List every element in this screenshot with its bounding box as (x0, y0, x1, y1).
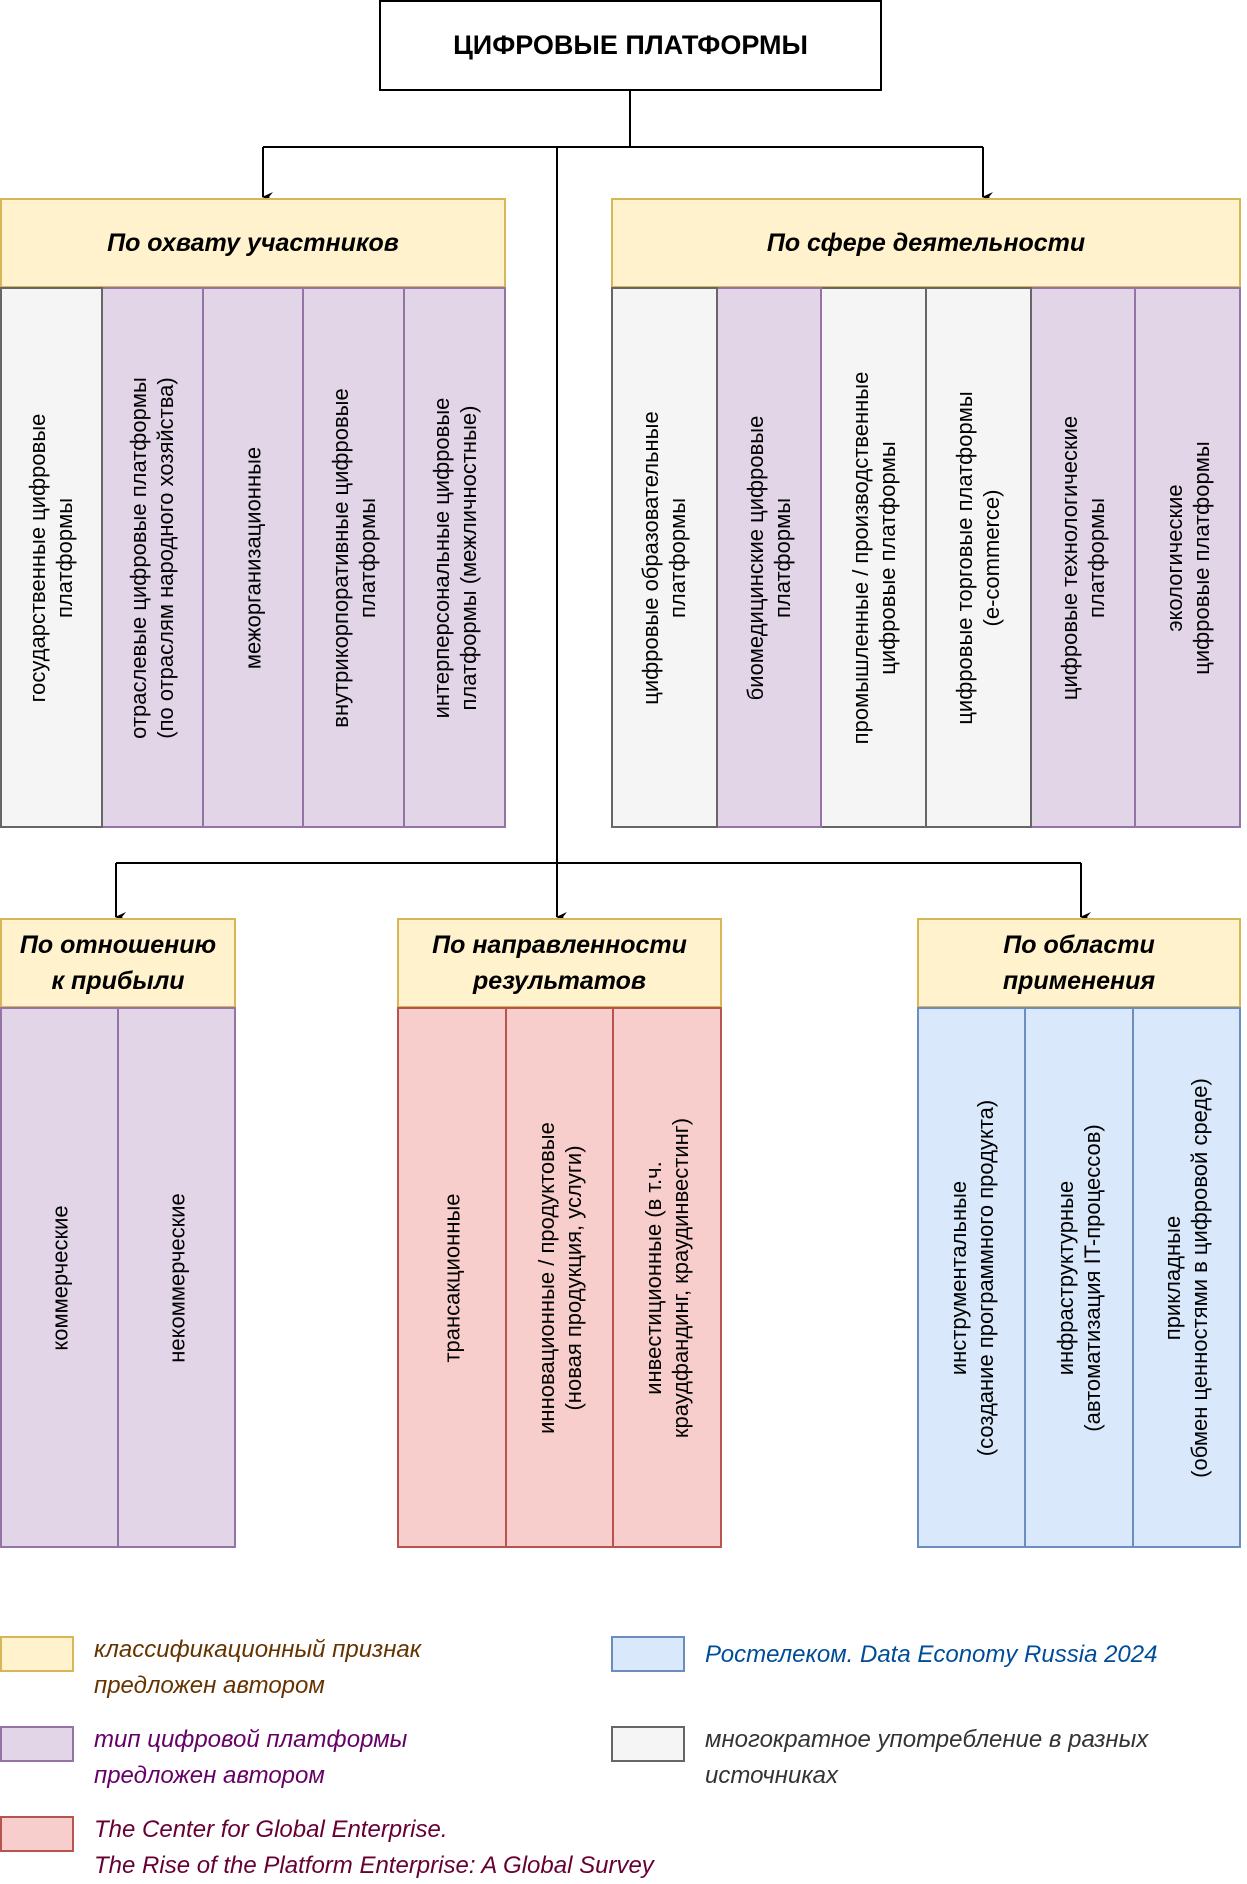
platform-type-cell: интерперсональные цифровые платформы (ме… (405, 287, 506, 828)
platform-type-label: инвестиционные (в т.ч. краудфандинг, кра… (641, 1117, 694, 1438)
group-items-profit: коммерческие некоммерческие (0, 1007, 236, 1548)
platform-type-cell: экологические цифровые платформы (1136, 287, 1242, 828)
platform-type-label: государственные цифровые платформы (25, 413, 78, 702)
group-header-label: По отношению к прибыли (19, 931, 217, 995)
platform-type-cell: инфраструктурные (автоматизация IT-проце… (1026, 1007, 1134, 1548)
group-header-label: По области применения (1002, 931, 1156, 995)
platform-type-label: цифровые технологические платформы (1057, 415, 1110, 700)
group-header-results: По направленности результатов (397, 918, 722, 1008)
legend-swatch-grey (611, 1726, 685, 1762)
group-items-application: инструментальные (создание программного … (917, 1007, 1241, 1548)
platform-type-label: экологические цифровые платформы (1161, 440, 1214, 675)
group-header-profit: По отношению к прибыли (0, 918, 236, 1008)
platform-type-cell: отраслевые цифровые платформы (по отрасл… (102, 287, 204, 828)
legend-label: тип цифровой платформы предложен автором (94, 1726, 408, 1789)
platform-type-label: отраслевые цифровые платформы (по отрасл… (126, 376, 179, 739)
platform-type-cell: государственные цифровые платформы (0, 287, 103, 828)
legend-swatch-blue (611, 1636, 685, 1672)
platform-type-label: промышленные / производственные цифровые… (847, 371, 900, 744)
platform-type-label: инфраструктурные (автоматизация IT-проце… (1052, 1123, 1105, 1432)
group-header-sphere: По сфере деятельности (611, 198, 1241, 288)
platform-type-cell: некоммерческие (119, 1007, 236, 1548)
legend-swatch-red (0, 1816, 74, 1852)
group-header-label: По охвату участников (107, 229, 399, 257)
platform-type-label: инструментальные (создание программного … (945, 1099, 998, 1456)
group-items-results: трансакционные инновационные / продуктовы… (397, 1007, 723, 1548)
legend-swatch-yellow (0, 1636, 74, 1672)
root-title: ЦИФРОВЫЕ ПЛАТФОРМЫ (453, 30, 808, 60)
platform-type-label: интерперсональные цифровые платформы (ме… (428, 397, 481, 718)
legend-label: многократное употребление в разных источ… (705, 1726, 1149, 1789)
root-node: ЦИФРОВЫЕ ПЛАТФОРМЫ (379, 0, 882, 91)
platform-type-label: биомедицинские цифровые платформы (743, 415, 795, 700)
platform-type-label: цифровые образовательные платформы (638, 410, 691, 705)
platform-type-cell: межорганизационные (203, 287, 305, 828)
platform-type-cell: цифровые технологические платформы (1031, 287, 1137, 828)
platform-type-cell: инструментальные (создание программного … (917, 1007, 1027, 1548)
legend-label: классификационный признак предложен авто… (94, 1636, 422, 1699)
group-header-coverage: По охвату участников (0, 198, 506, 288)
platform-type-cell: инвестиционные (в т.ч. краудфандинг, кра… (614, 1007, 723, 1548)
platform-type-label: прикладные (обмен ценностями в цифровой … (1160, 1077, 1213, 1478)
platform-type-cell: коммерческие (0, 1007, 119, 1548)
platform-type-label: цифровые торговые платформы (e-commerce) (952, 390, 1005, 725)
platform-type-cell: цифровые образовательные платформы (611, 287, 718, 828)
platform-type-cell: промышленные / производственные цифровые… (822, 287, 928, 828)
platform-type-label: внутрикорпоративные цифровые платформы (327, 387, 380, 728)
legend-swatch-purple (0, 1726, 74, 1762)
platform-type-cell: цифровые торговые платформы (e-commerce) (927, 287, 1032, 828)
group-items-coverage: государственные цифровые платформы отрасл… (0, 287, 506, 828)
platform-type-cell: инновационные / продуктовые (новая проду… (506, 1007, 615, 1548)
platform-type-label: межорганизационные (240, 446, 266, 669)
platform-type-cell: трансакционные (397, 1007, 507, 1548)
legend-label: Ростелеком. Data Economy Russia 2024 (705, 1641, 1158, 1668)
group-items-sphere: цифровые образовательные платформы биомед… (611, 287, 1242, 828)
platform-type-label: трансакционные (439, 1192, 465, 1363)
platform-type-label: инновационные / продуктовые (новая проду… (533, 1121, 586, 1434)
group-header-label: По сфере деятельности (766, 229, 1086, 257)
platform-type-cell: прикладные (обмен ценностями в цифровой … (1133, 1007, 1241, 1548)
group-header-application: По области применения (917, 918, 1241, 1008)
legend-label: The Center for Global Enterprise. The Ri… (94, 1816, 654, 1879)
group-header-label: По направленности результатов (432, 931, 687, 995)
platform-type-cell: биомедицинские цифровые платформы (717, 287, 823, 828)
platform-type-cell: внутрикорпоративные цифровые платформы (304, 287, 406, 828)
platform-type-label: коммерческие (47, 1204, 72, 1351)
platform-type-label: некоммерческие (164, 1192, 189, 1363)
